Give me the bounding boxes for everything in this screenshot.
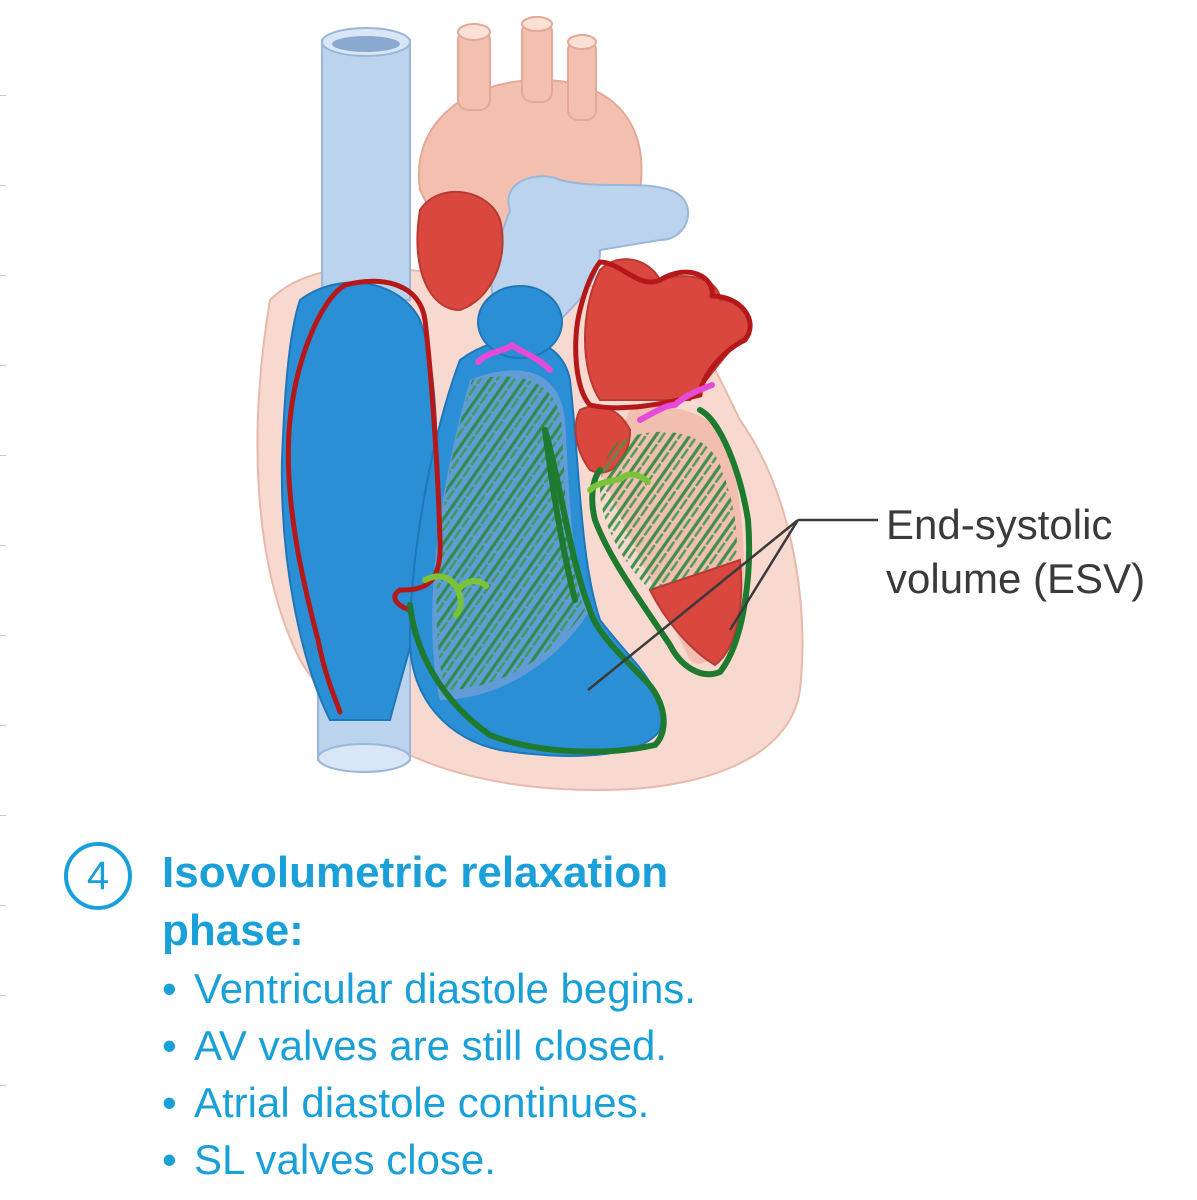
- annotation-tricuspid-valve: [422, 573, 489, 618]
- list-item: •AV valves are still closed.: [162, 1017, 696, 1074]
- bullet-icon: •: [162, 965, 177, 1012]
- annotation-mitral-valve: [587, 471, 651, 493]
- annotation-aortic-valve: [637, 382, 715, 423]
- pulmonary-bulb: [477, 285, 563, 359]
- left-atrium: [584, 258, 752, 401]
- phase-title-line1: Isovolumetric relaxation: [162, 848, 669, 897]
- aortic-branch-2: [521, 21, 553, 103]
- lv-scribble: [600, 431, 737, 590]
- superior-vena-cava: [321, 39, 411, 301]
- esv-leader-lv: [728, 519, 800, 631]
- list-item: •Ventricular diastole begins.: [162, 960, 696, 1017]
- left-ventricle-esv: [648, 558, 743, 667]
- phase-bullet-list: •Ventricular diastole begins. •AV valves…: [162, 960, 696, 1188]
- esv-label: End-systolic volume (ESV): [886, 498, 1186, 606]
- heart-diagram: [256, 16, 878, 792]
- bullet-icon: •: [162, 1079, 177, 1126]
- annotation-rv-outline: [407, 427, 667, 755]
- bullet-icon: •: [162, 1022, 177, 1069]
- phase-title: Isovolumetric relaxation phase:: [162, 844, 882, 960]
- list-item: •Atrial diastole continues.: [162, 1074, 696, 1131]
- annotation-ra-outline: [342, 278, 443, 613]
- esv-leader-rv: [587, 519, 799, 691]
- annotation-la-outline: [573, 259, 753, 411]
- list-item: •SL valves close.: [162, 1131, 696, 1188]
- esv-label-line2: volume (ESV): [886, 555, 1146, 602]
- step-number-badge: 4: [64, 842, 132, 910]
- bullet-icon: •: [162, 1136, 177, 1183]
- aortic-branch-1: [457, 29, 491, 111]
- phase-title-line2: phase:: [162, 906, 304, 955]
- annotation-pulmonary-valve: [475, 342, 553, 373]
- right-atrium: [280, 281, 438, 721]
- left-atrium-upper: [416, 191, 504, 312]
- aortic-branch-3: [567, 39, 597, 121]
- esv-label-line1: End-systolic: [886, 501, 1113, 548]
- annotation-lv-outline: [589, 407, 753, 678]
- scroll-ruler: [0, 0, 8, 1200]
